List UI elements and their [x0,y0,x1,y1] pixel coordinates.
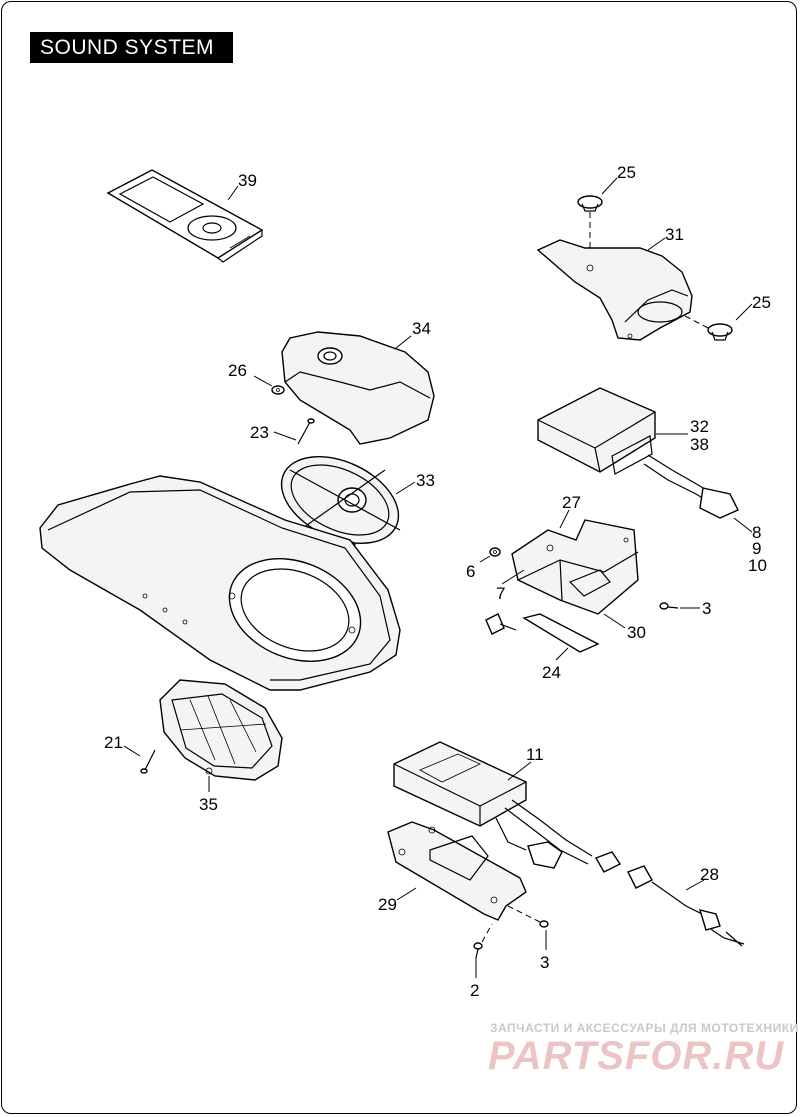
part-screw-23 [297,418,315,445]
part-speaker-housing [159,679,283,781]
callout-7: 7 [496,584,505,603]
callout-29: 29 [378,895,397,914]
watermark-brand: PARTSFOR.RU [488,1034,785,1078]
part-adhesive-strip [522,613,600,653]
callout-11: 11 [526,745,544,764]
callout-38: 38 [690,435,709,454]
callout-23: 23 [250,423,269,442]
callout-27: 27 [562,493,581,512]
part-saddlebag-lid [39,475,401,691]
part-mounting-bracket [511,519,639,615]
callout-9: 9 [752,539,761,558]
callout-34: 34 [412,319,431,338]
callout-26: 26 [228,361,247,380]
page-title: SOUND SYSTEM [30,32,233,63]
part-screw-3-lower [507,905,549,928]
callout-6: 6 [466,562,475,581]
callout-25-right: 25 [752,293,771,312]
callouts: 39 25 31 25 34 26 23 32 38 33 8 9 10 27 … [104,163,771,1000]
callout-32: 32 [690,417,709,436]
part-speaker-grille [281,331,435,445]
callout-2: 2 [470,981,479,1000]
part-media-player [106,169,264,263]
callout-30: 30 [627,623,646,642]
part-screw-2 [473,923,493,959]
part-cover-bracket [536,239,693,341]
callout-25-top: 25 [617,163,636,182]
callout-28: 28 [700,865,719,884]
part-washer-6 [489,547,501,557]
part-clip [485,613,517,635]
callout-21: 21 [104,733,123,752]
callout-3-lower: 3 [540,953,549,972]
callout-31: 31 [665,225,684,244]
part-bracket-29 [387,821,527,921]
part-plug-right [684,315,733,341]
callout-8: 8 [752,523,761,542]
callout-10: 10 [748,556,767,575]
leader-lines [123,177,753,978]
callout-35: 35 [199,795,218,814]
callout-33: 33 [416,471,435,490]
part-antenna-cable [594,851,745,947]
part-nut-26 [271,385,285,395]
callout-3-upper: 3 [702,599,711,618]
watermark-tagline: ЗАПЧАСТИ И АКСЕССУАРЫ ДЛЯ МОТОТЕХНИКИ [490,1021,799,1035]
part-amplifier [537,387,739,519]
part-speaker [280,456,401,552]
part-screw-3-upper [659,602,679,610]
callout-24: 24 [542,663,561,682]
part-receiver-module [393,741,593,869]
callout-39: 39 [238,171,257,190]
part-screw-21 [140,749,156,774]
